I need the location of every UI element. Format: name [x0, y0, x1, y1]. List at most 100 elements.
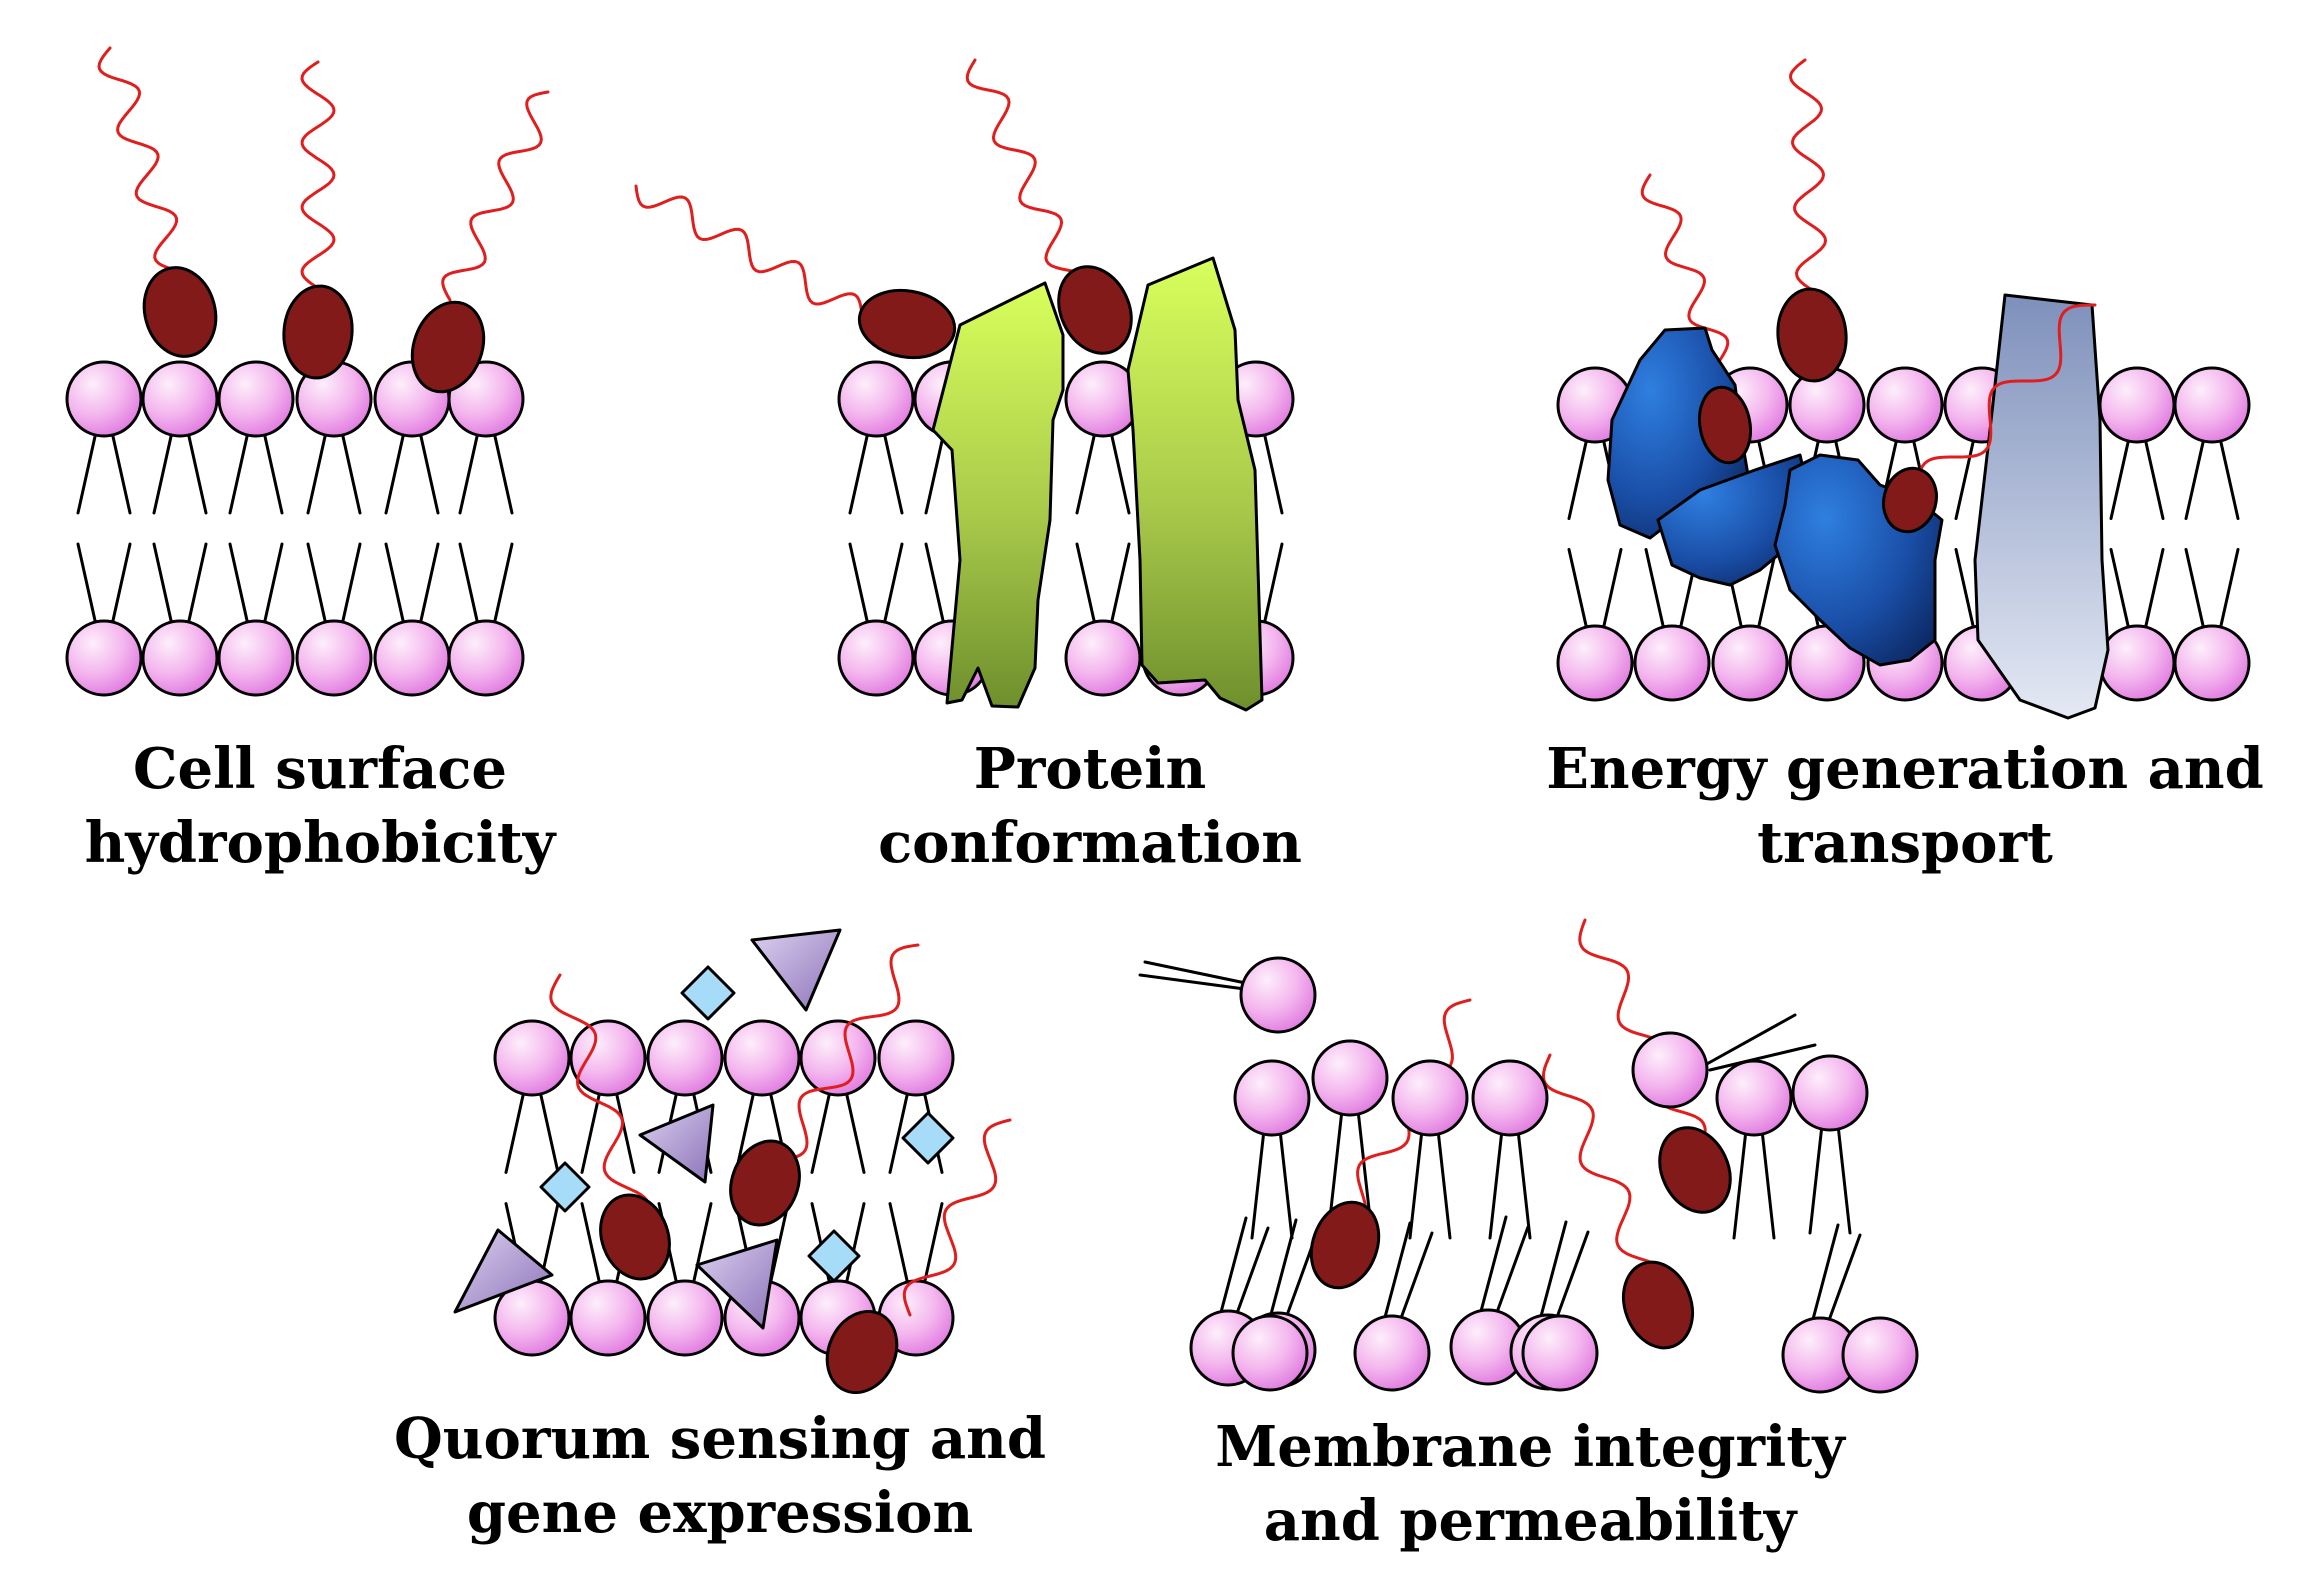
- lipid-tail: [1567, 436, 1589, 521]
- hydrocarbon-tail: [1578, 918, 1707, 1152]
- lipid-tail: [1494, 1225, 1530, 1317]
- lipid-tail: [1268, 1218, 1298, 1320]
- lipid-tail: [614, 1089, 636, 1174]
- lipid-tail: [1262, 542, 1284, 627]
- lipid-head: [493, 1019, 571, 1097]
- hydrocarbon-tail: [778, 943, 920, 1162]
- lipid-tail: [580, 1089, 602, 1174]
- lipid-head: [65, 619, 143, 697]
- lipid-head: [1711, 624, 1789, 702]
- hydrocarbon-tail: [441, 90, 550, 302]
- lipid-head: [141, 360, 219, 438]
- lipid-tail: [1567, 547, 1589, 632]
- terpene-head: [1309, 1200, 1381, 1290]
- lipid-tail: [1478, 1215, 1508, 1317]
- membrane-protein-green: [931, 281, 1065, 709]
- terpene-head: [1698, 385, 1752, 465]
- lipid-tail: [1075, 430, 1097, 515]
- membrane-protein-green: [1126, 256, 1264, 712]
- lipid-tail: [306, 430, 328, 515]
- lipid-tail: [110, 542, 132, 627]
- lipid-head: [1233, 1059, 1311, 1137]
- terpene-head: [282, 284, 354, 380]
- terpene-head: [599, 1193, 671, 1281]
- lipid-tail: [1143, 960, 1257, 987]
- terpene-head: [857, 288, 957, 360]
- lipid-tail: [1109, 542, 1131, 627]
- lipid-tail: [306, 542, 328, 627]
- lipid-head: [1866, 366, 1944, 444]
- lipid-tail: [2218, 547, 2240, 632]
- lipid-tail: [340, 542, 362, 627]
- lipid-tail: [418, 430, 440, 515]
- lipid-head: [837, 360, 915, 438]
- lipid-head: [217, 360, 295, 438]
- lipid-tail: [1826, 1233, 1862, 1325]
- caption-cell-surface-hydrophobicity: Cell surface hydrophobicity: [84, 736, 556, 876]
- hydrocarbon-tail: [97, 46, 179, 272]
- lipid-head: [2173, 366, 2251, 444]
- lipid-tail: [848, 542, 870, 627]
- lipid-tail: [2184, 436, 2206, 521]
- lipid-tail: [458, 430, 480, 515]
- terpene-head: [1057, 265, 1133, 355]
- lipid-tail: [1810, 1223, 1840, 1325]
- lipid-head: [837, 619, 915, 697]
- lipid-tail: [1732, 1128, 1748, 1240]
- lipid-head: [447, 619, 525, 697]
- lipid-tail: [922, 1202, 944, 1287]
- lipid-head: [1631, 1031, 1709, 1109]
- lipid-tail: [1538, 1220, 1568, 1322]
- signal-triangle: [695, 1238, 779, 1330]
- terpene-head: [729, 1139, 801, 1227]
- lipid-tail: [1408, 1128, 1424, 1240]
- lipid-head: [295, 619, 373, 697]
- signal-diamond: [901, 1111, 955, 1165]
- terpene-head: [142, 266, 218, 358]
- lipid-head: [1841, 1316, 1919, 1394]
- lipid-tail: [882, 430, 904, 515]
- lipid-head: [1311, 1039, 1389, 1117]
- lipid-tail: [1278, 1128, 1294, 1240]
- lipid-tail: [110, 430, 132, 515]
- lipid-tail: [888, 1089, 910, 1174]
- lipid-tail: [2109, 547, 2131, 632]
- lipid-tail: [152, 430, 174, 515]
- lipid-head: [1391, 1059, 1469, 1137]
- hydrocarbon-tail: [1789, 58, 1827, 292]
- lipid-head: [2098, 366, 2176, 444]
- signal-diamond: [680, 965, 736, 1021]
- lipid-tail: [1554, 1230, 1590, 1322]
- lipid-tail: [538, 1089, 560, 1174]
- lipid-tail: [2109, 436, 2131, 521]
- lipid-tail: [504, 1089, 526, 1174]
- lipid-tail: [1516, 1128, 1532, 1240]
- caption-protein-conformation: Protein conformation: [878, 736, 1302, 876]
- lipid-head: [217, 619, 295, 697]
- transport-channel: [1973, 293, 2110, 720]
- lipid-tail: [924, 542, 946, 627]
- lipid-tail: [418, 542, 440, 627]
- lipid-head: [646, 1019, 724, 1097]
- lipid-head: [65, 360, 143, 438]
- lipid-head: [2173, 624, 2251, 702]
- lipid-tail: [2184, 547, 2206, 632]
- hydrocarbon-tail: [634, 184, 864, 317]
- lipid-tail: [1398, 1231, 1434, 1323]
- lipid-tail: [228, 430, 250, 515]
- lipid-tail: [2143, 436, 2165, 521]
- lipid-tail: [76, 542, 98, 627]
- lipid-head: [1715, 1059, 1793, 1137]
- lipid-head: [877, 1019, 955, 1097]
- terpene-head: [825, 1309, 899, 1395]
- lipid-tail: [1075, 542, 1097, 627]
- lipid-tail: [186, 430, 208, 515]
- lipid-tail: [492, 430, 514, 515]
- lipid-head: [646, 1279, 724, 1357]
- terpene-head: [410, 300, 486, 394]
- lipid-head: [1633, 624, 1711, 702]
- lipid-tail: [186, 542, 208, 627]
- lipid-head: [2098, 624, 2176, 702]
- hydrocarbon-tail: [549, 973, 651, 1232]
- caption-quorum-sensing-and-gene-expression: Quorum sensing and gene expression: [393, 1406, 1046, 1546]
